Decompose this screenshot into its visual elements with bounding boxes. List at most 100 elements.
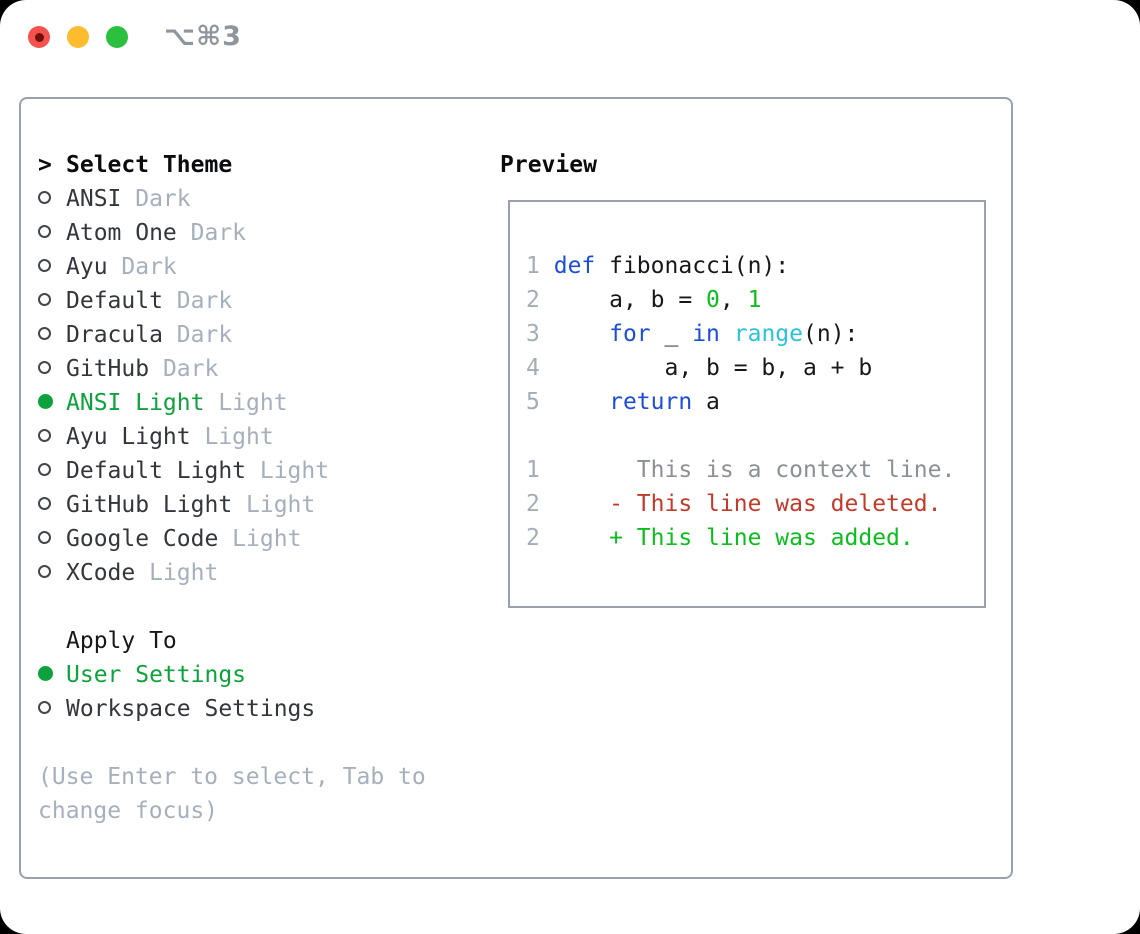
radio-selected-icon <box>38 394 53 409</box>
option-label: ANSI Light <box>66 390 205 416</box>
theme-option-github[interactable]: GitHub Dark <box>38 352 426 386</box>
theme-option-google-code[interactable]: Google Code Light <box>38 522 426 556</box>
window-shortcut-label: ⌥⌘3 <box>164 21 242 52</box>
diff-line: 2 + This line was added. <box>526 521 984 555</box>
option-label: Workspace Settings <box>66 696 316 722</box>
theme-variant-label: Dark <box>149 356 219 382</box>
theme-option-atom-one[interactable]: Atom One Dark <box>38 216 426 250</box>
option-label: Dracula <box>66 322 163 348</box>
help-line-1: (Use Enter to select, Tab to <box>38 764 426 790</box>
theme-variant-label: Light <box>190 424 274 450</box>
option-label: User Settings <box>66 662 247 688</box>
radio-unselected-icon <box>38 327 51 340</box>
line-number: 2 <box>526 287 540 313</box>
code-segment-keyword: in <box>692 321 720 347</box>
apply-to-header: Apply To <box>38 624 426 658</box>
theme-variant-label: Light <box>246 458 330 484</box>
code-segment-keyword: return <box>609 389 693 415</box>
radio-unselected-icon <box>38 225 51 238</box>
code-segment-number_literal: 0 <box>706 287 720 313</box>
blank-line <box>526 419 984 453</box>
code-segment-keyword: def <box>553 253 596 279</box>
help-line-2: change focus) <box>38 798 219 824</box>
theme-option-default-light[interactable]: Default Light Light <box>38 454 426 488</box>
spacer-row <box>38 590 426 624</box>
radio-unselected-icon <box>38 463 51 476</box>
radio-unselected-icon <box>38 191 51 204</box>
theme-option-default[interactable]: Default Dark <box>38 284 426 318</box>
zoom-button[interactable] <box>106 26 128 48</box>
code-segment-keyword: for <box>609 321 651 347</box>
theme-variant-label: Dark <box>162 288 233 314</box>
spacer-row <box>38 726 426 760</box>
radio-unselected-icon <box>38 259 51 272</box>
theme-option-github-light[interactable]: GitHub Light Light <box>38 488 426 522</box>
preview-header: Preview <box>500 152 597 178</box>
theme-option-xcode[interactable]: XCode Light <box>38 556 426 590</box>
select-theme-header: >Select Theme <box>38 148 426 182</box>
theme-variant-label: Light <box>232 492 316 518</box>
theme-variant-label: Dark <box>107 254 177 280</box>
theme-variant-label: Dark <box>162 322 233 348</box>
code-segment-code_default: , <box>719 287 748 313</box>
line-number: 1 <box>526 457 540 483</box>
code-segment-diff_added: + This line was added. <box>609 525 914 551</box>
option-label: Default Light <box>66 458 247 484</box>
blank-line <box>526 215 984 249</box>
theme-variant-label: Dark <box>121 186 191 212</box>
code-segment-code_default: a, b = b, a + b <box>553 355 873 381</box>
option-label: ANSI <box>66 186 122 212</box>
theme-option-ansi[interactable]: ANSI Dark <box>38 182 426 216</box>
code-line: 2 a, b = 0, 1 <box>526 283 984 317</box>
code-segment-diff_deleted: - This line was deleted. <box>609 491 942 517</box>
option-label: GitHub <box>66 356 150 382</box>
line-number: 3 <box>526 321 540 347</box>
line-number: 4 <box>526 355 540 381</box>
apply-option-user-settings[interactable]: User Settings <box>38 658 426 692</box>
theme-variant-label: Light <box>135 560 219 586</box>
unsaved-dot-icon <box>34 32 44 42</box>
diff-line: 1 This is a context line. <box>526 453 984 487</box>
option-label: Google Code <box>66 526 219 552</box>
theme-option-dracula[interactable]: Dracula Dark <box>38 318 426 352</box>
select-theme-title: Select Theme <box>66 152 233 178</box>
theme-option-ayu[interactable]: Ayu Dark <box>38 250 426 284</box>
theme-variant-label: Dark <box>176 220 247 246</box>
theme-variant-label: Light <box>204 390 288 416</box>
line-number: 2 <box>526 525 540 551</box>
code-line: 5 return a <box>526 385 984 419</box>
help-text: (Use Enter to select, Tab to change focu… <box>38 760 426 828</box>
line-number: 1 <box>526 253 540 279</box>
radio-unselected-icon <box>38 293 51 306</box>
diff-line: 2 - This line was deleted. <box>526 487 984 521</box>
radio-unselected-icon <box>38 361 51 374</box>
code-segment-builtin: range <box>733 321 804 347</box>
code-line: 4 a, b = b, a + b <box>526 351 984 385</box>
radio-unselected-icon <box>38 497 51 510</box>
theme-variant-label: Light <box>218 526 302 552</box>
option-label: XCode <box>66 560 136 586</box>
theme-option-ansi-light[interactable]: ANSI Light Light <box>38 386 426 420</box>
code-segment-code_default: (n): <box>803 321 859 347</box>
theme-option-ayu-light[interactable]: Ayu Light Light <box>38 420 426 454</box>
apply-option-workspace-settings[interactable]: Workspace Settings <box>38 692 426 726</box>
line-number: 5 <box>526 389 540 415</box>
code-segment-code_default: a <box>692 389 720 415</box>
minimize-button[interactable] <box>67 26 89 48</box>
code-segment-code_default: a, b = <box>553 287 707 313</box>
line-number: 2 <box>526 491 540 517</box>
code-segment-code_default <box>554 525 609 551</box>
code-line: 1 def fibonacci(n): <box>526 249 984 283</box>
apply-to-title: Apply To <box>66 628 177 654</box>
option-label: GitHub Light <box>66 492 233 518</box>
close-button[interactable] <box>28 26 50 48</box>
code-segment-code_default <box>554 491 609 517</box>
option-label: Ayu Light <box>66 424 191 450</box>
